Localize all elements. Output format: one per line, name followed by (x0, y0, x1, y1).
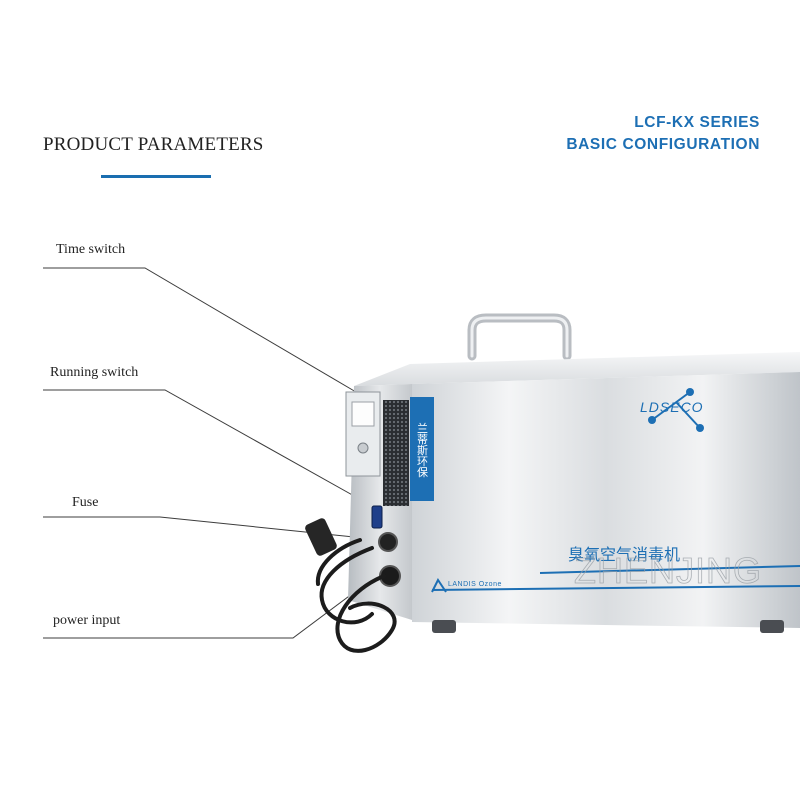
front-chinese-text: 臭氧空气消毒机 (568, 545, 680, 564)
unit-top-face (354, 352, 800, 386)
brand-logo: LDSECO (640, 388, 704, 432)
leader-time-switch (43, 267, 357, 393)
running-switch (371, 505, 383, 529)
series-heading: LCF-KX SERIES BASIC CONFIGURATION (566, 112, 760, 156)
carry-handle (467, 313, 572, 361)
side-label-strip (410, 397, 434, 501)
foot-left (432, 620, 456, 633)
section-title: PRODUCT PARAMETERS (43, 134, 264, 155)
front-stripes (431, 565, 800, 593)
watermark: ZHENJING (574, 550, 762, 591)
front-small-text: LANDIS Ozone (448, 581, 502, 588)
leader-running-switch (43, 389, 373, 507)
fuse-holder (378, 532, 398, 552)
power-plug (305, 518, 337, 556)
brand-logo-text: LDSECO (640, 399, 704, 415)
foot-right (760, 620, 784, 633)
callout-label-running-switch: Running switch (50, 365, 139, 380)
callout-lines (43, 267, 385, 639)
callout-label-power-input: power input (53, 613, 121, 628)
series-line-2: BASIC CONFIGURATION (566, 136, 760, 153)
unit-front-face (412, 372, 800, 628)
power-cord (315, 538, 397, 653)
series-line-1: LCF-KX SERIES (634, 114, 760, 131)
leader-power-input (43, 569, 385, 639)
callout-label-time-switch: Time switch (56, 242, 126, 257)
callout-label-fuse: Fuse (72, 495, 99, 510)
title-underline (101, 175, 211, 178)
vent-grille (383, 400, 409, 506)
side-panel-text: 兰蒂斯环保 (416, 422, 429, 478)
